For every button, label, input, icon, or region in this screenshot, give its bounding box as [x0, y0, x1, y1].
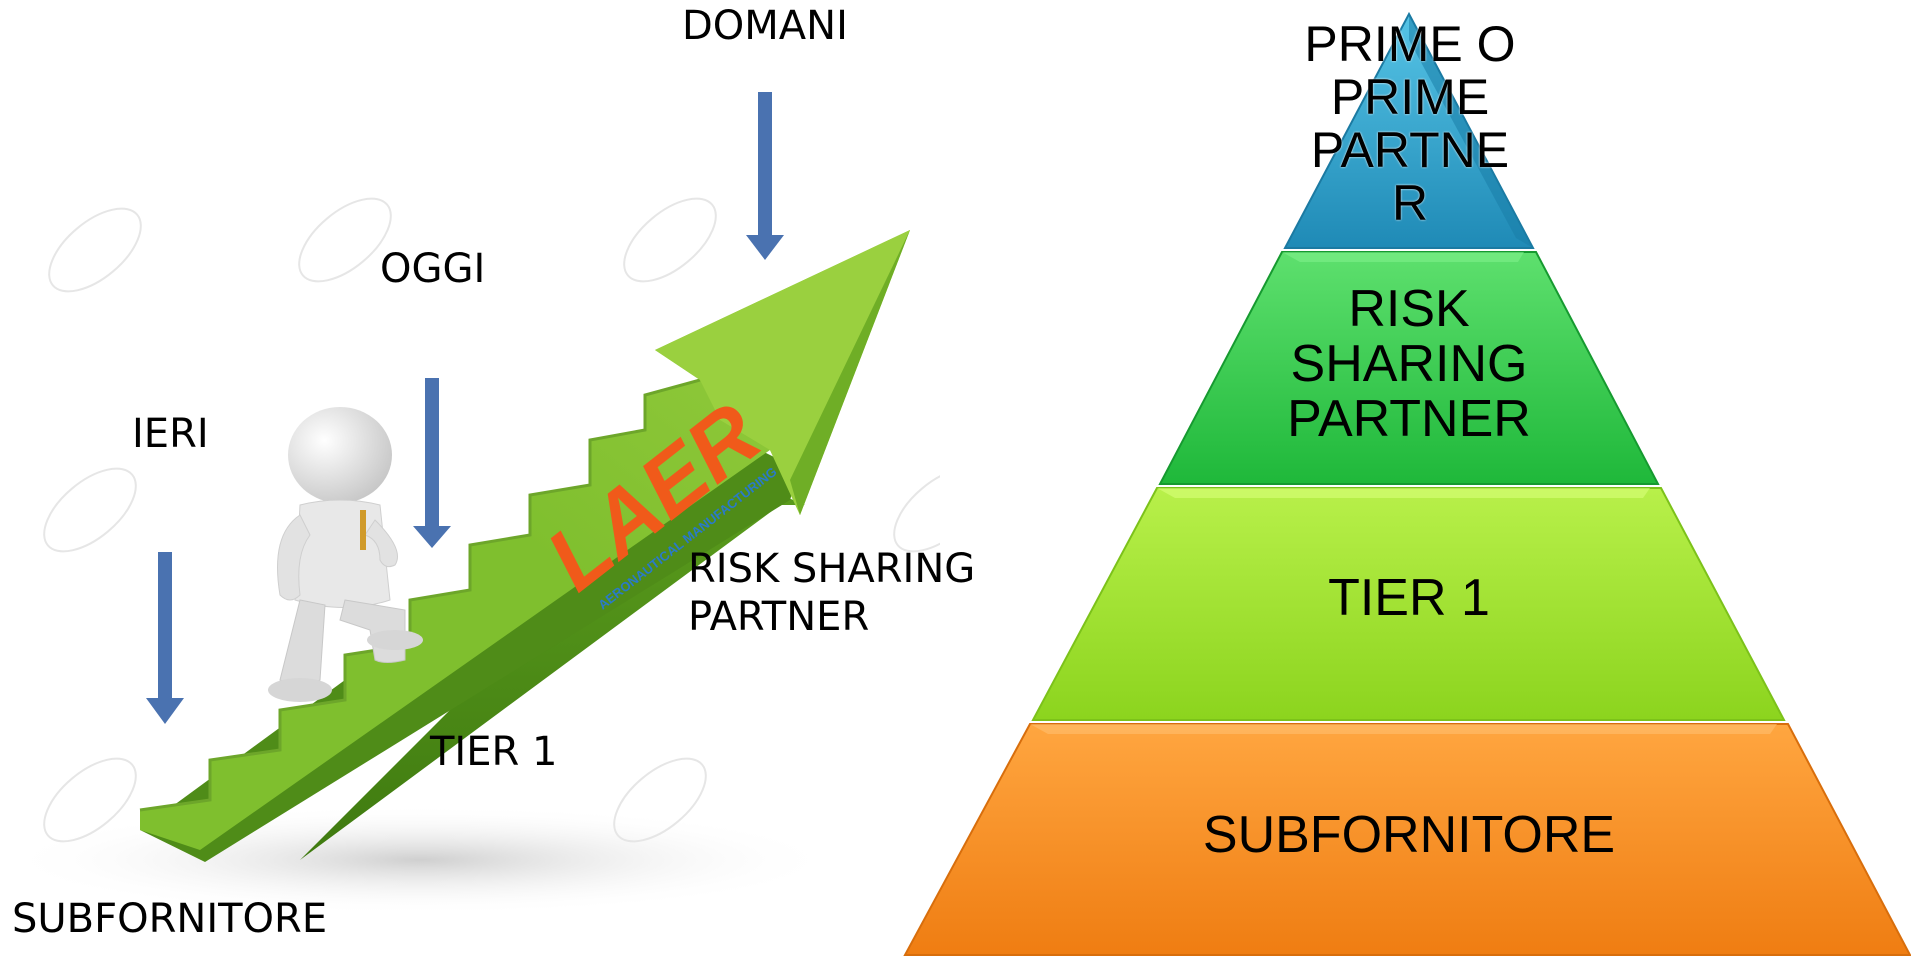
pyramid-label-subfornitore-line1: SUBFORNITORE [1202, 806, 1616, 864]
pyramid-level-subfornitore-facet [1030, 724, 1777, 734]
pyramid-label-risk-line1: RISK [1348, 280, 1470, 338]
pyramid-label-risk-sharing: RISK SHARING PARTNER [1209, 280, 1609, 449]
stair-risers [139, 378, 701, 812]
label-subfornitore: SUBFORNITORE [12, 896, 328, 942]
label-risk-sharing-partner: RISK SHARING PARTNER [688, 545, 975, 641]
label-domani: DOMANI [682, 3, 848, 49]
pyramid-label-tier1-line1: TIER 1 [1328, 569, 1490, 627]
label-oggi: OGGI [380, 246, 486, 292]
pyramid-label-risk-line3: PARTNER [1287, 390, 1531, 449]
arrow-head [655, 230, 910, 515]
pyramid-label-subfornitore: SUBFORNITORE [1109, 806, 1709, 864]
pyramid-label-prime-line2: PRIME [1330, 69, 1490, 125]
watermarks [43, 197, 940, 843]
down-arrow-ieri [146, 552, 184, 724]
pyramid-label-prime-line3: PARTNE [1310, 122, 1510, 178]
arrow-head-shade [790, 230, 910, 515]
down-arrow-domani [746, 92, 784, 260]
pyramid-label-risk-line2: SHARING [1290, 335, 1528, 394]
pyramid-label-prime: PRIME O PRIME PARTNE R [1260, 18, 1560, 230]
label-tier1: TIER 1 [430, 729, 558, 775]
label-risk-sharing-line2: PARTNER [688, 594, 870, 640]
staircase-arrow-illustration: LAER AERONAUTICAL MANUFACTURING [0, 92, 940, 915]
pyramid-level-risk-sharing-facet [1282, 252, 1524, 262]
white-figure-climbing [268, 407, 423, 702]
pyramid-level-prime-facet [1409, 14, 1533, 248]
pyramid-level-tier1-facet [1157, 488, 1650, 498]
pyramid-label-tier1: TIER 1 [1159, 569, 1659, 627]
label-risk-sharing-line1: RISK SHARING [688, 546, 976, 592]
pyramid-label-prime-line1: PRIME O [1304, 16, 1516, 72]
pyramid-label-prime-line4: R [1391, 175, 1429, 231]
down-arrow-oggi [413, 378, 451, 548]
label-ieri: IERI [132, 411, 209, 457]
